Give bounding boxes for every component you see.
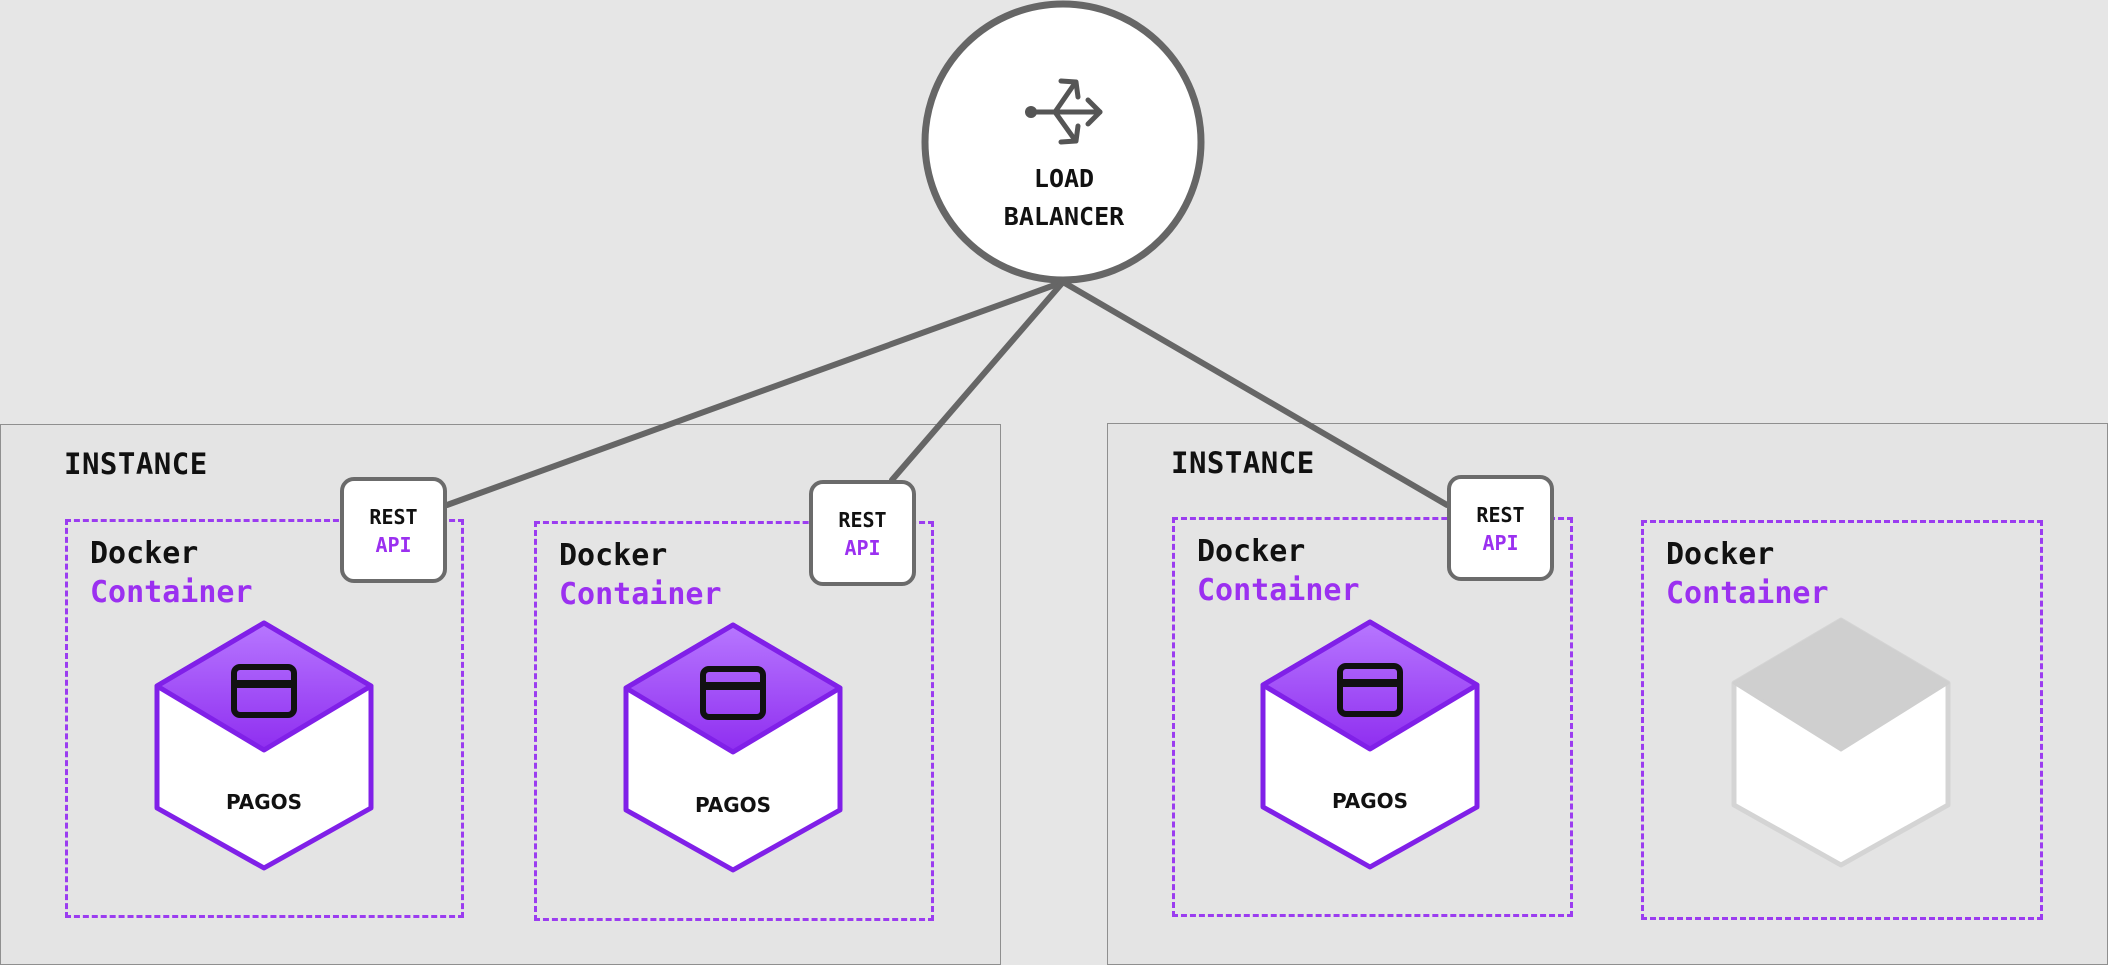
connector-line-1 [444, 279, 1066, 508]
empty-service-hexagon [1731, 617, 1951, 868]
rest-api-box-3: REST API [1447, 475, 1554, 581]
load-balancer-label-line2: BALANCER [1003, 202, 1125, 231]
service-label-3: PAGOS [1331, 789, 1409, 813]
card-icon [231, 664, 297, 718]
container-title-docker: Docker [90, 536, 199, 571]
connector-line-2 [889, 279, 1066, 483]
container-title: Docker Container [1197, 532, 1360, 610]
container-title: Docker Container [90, 534, 253, 612]
container-title-container: Container [1666, 576, 1829, 611]
pagos-service-hexagon-1 [154, 620, 374, 871]
api-label: API [375, 533, 412, 557]
api-label: API [844, 536, 881, 560]
container-title: Docker Container [559, 536, 722, 614]
load-balancer-label: LOAD BALANCER [924, 160, 1204, 236]
instance-label-2: INSTANCE [1171, 446, 1315, 480]
rest-api-box-1: REST API [340, 477, 447, 583]
card-icon [700, 666, 766, 720]
card-icon [1337, 663, 1403, 717]
pagos-service-hexagon-2 [623, 622, 843, 873]
docker-container-3: Docker Container [1172, 517, 1573, 917]
rest-label: REST [369, 505, 418, 529]
connector-line-3 [1060, 279, 1450, 508]
docker-container-1: Docker Container [65, 519, 464, 918]
container-title-container: Container [1197, 573, 1360, 608]
docker-container-4: Docker Container [1641, 520, 2043, 920]
rest-label: REST [1476, 503, 1525, 527]
container-title-docker: Docker [559, 538, 668, 573]
container-title: Docker Container [1666, 535, 1829, 613]
container-title-docker: Docker [1666, 537, 1775, 572]
load-balancer-label-line1: LOAD [1033, 164, 1095, 193]
service-label-2: PAGOS [694, 793, 772, 817]
container-title-container: Container [559, 577, 722, 612]
instance-label-1: INSTANCE [64, 447, 208, 481]
service-label-1: PAGOS [225, 790, 303, 814]
container-title-docker: Docker [1197, 534, 1306, 569]
pagos-service-hexagon-3 [1260, 619, 1480, 870]
api-label: API [1482, 531, 1519, 555]
split-arrows-icon [1025, 78, 1103, 145]
rest-label: REST [838, 508, 887, 532]
docker-container-2: Docker Container [534, 521, 934, 921]
container-title-container: Container [90, 575, 253, 610]
rest-api-box-2: REST API [809, 480, 916, 586]
